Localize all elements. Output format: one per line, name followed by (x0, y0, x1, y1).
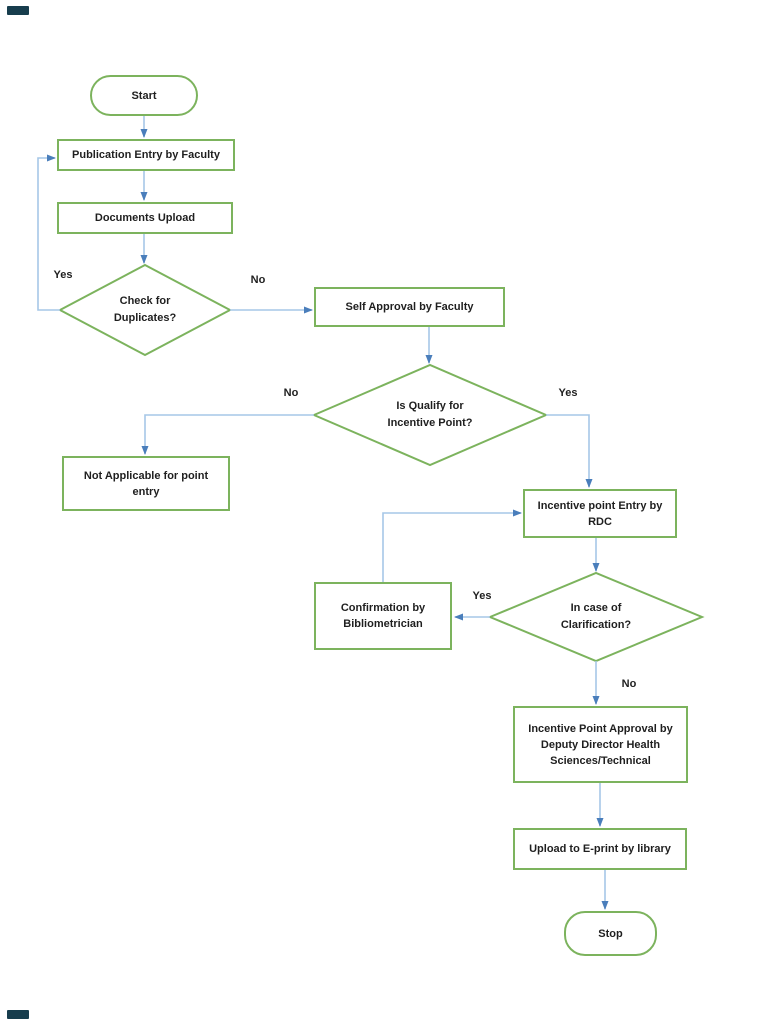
decision-qualify-incentive-label: Is Qualify for Incentive Point? (387, 400, 473, 429)
page-corner-artifact-top (7, 6, 29, 15)
decision-clarification-shape (487, 571, 705, 663)
node-stop: Stop (564, 911, 657, 956)
node-self-approval: Self Approval by Faculty (314, 287, 505, 327)
edge-label-duplicates-yes: Yes (53, 269, 73, 281)
edge-confirmation-to-incentive-entry (382, 509, 522, 582)
node-confirmation-bibliometrician: Confirmation by Bibliometrician (314, 582, 452, 650)
edge-check-duplicates-yes-to-publication (37, 154, 60, 311)
node-publication-entry: Publication Entry by Faculty (57, 139, 235, 171)
node-documents-upload: Documents Upload (57, 202, 233, 234)
edge-label-duplicates-no: No (250, 274, 266, 286)
edge-qualify-no-to-not-applicable (141, 414, 314, 455)
edge-label-clarification-yes: Yes (472, 590, 492, 602)
node-incentive-approval: Incentive Point Approval by Deputy Direc… (513, 706, 688, 783)
node-start: Start (90, 75, 198, 116)
edge-qualify-yes-to-incentive-entry (546, 414, 593, 488)
decision-clarification-label: In case of Clarification? (560, 602, 632, 631)
page-corner-artifact-bottom (7, 1010, 29, 1019)
decision-check-duplicates-label: Check for Duplicates? (113, 295, 177, 324)
node-upload-eprint: Upload to E-print by library (513, 828, 687, 870)
edge-label-qualify-no: No (283, 387, 299, 399)
edge-label-qualify-yes: Yes (558, 387, 578, 399)
node-not-applicable: Not Applicable for point entry (62, 456, 230, 511)
node-incentive-entry: Incentive point Entry by RDC (523, 489, 677, 538)
edge-label-clarification-no: No (621, 678, 637, 690)
